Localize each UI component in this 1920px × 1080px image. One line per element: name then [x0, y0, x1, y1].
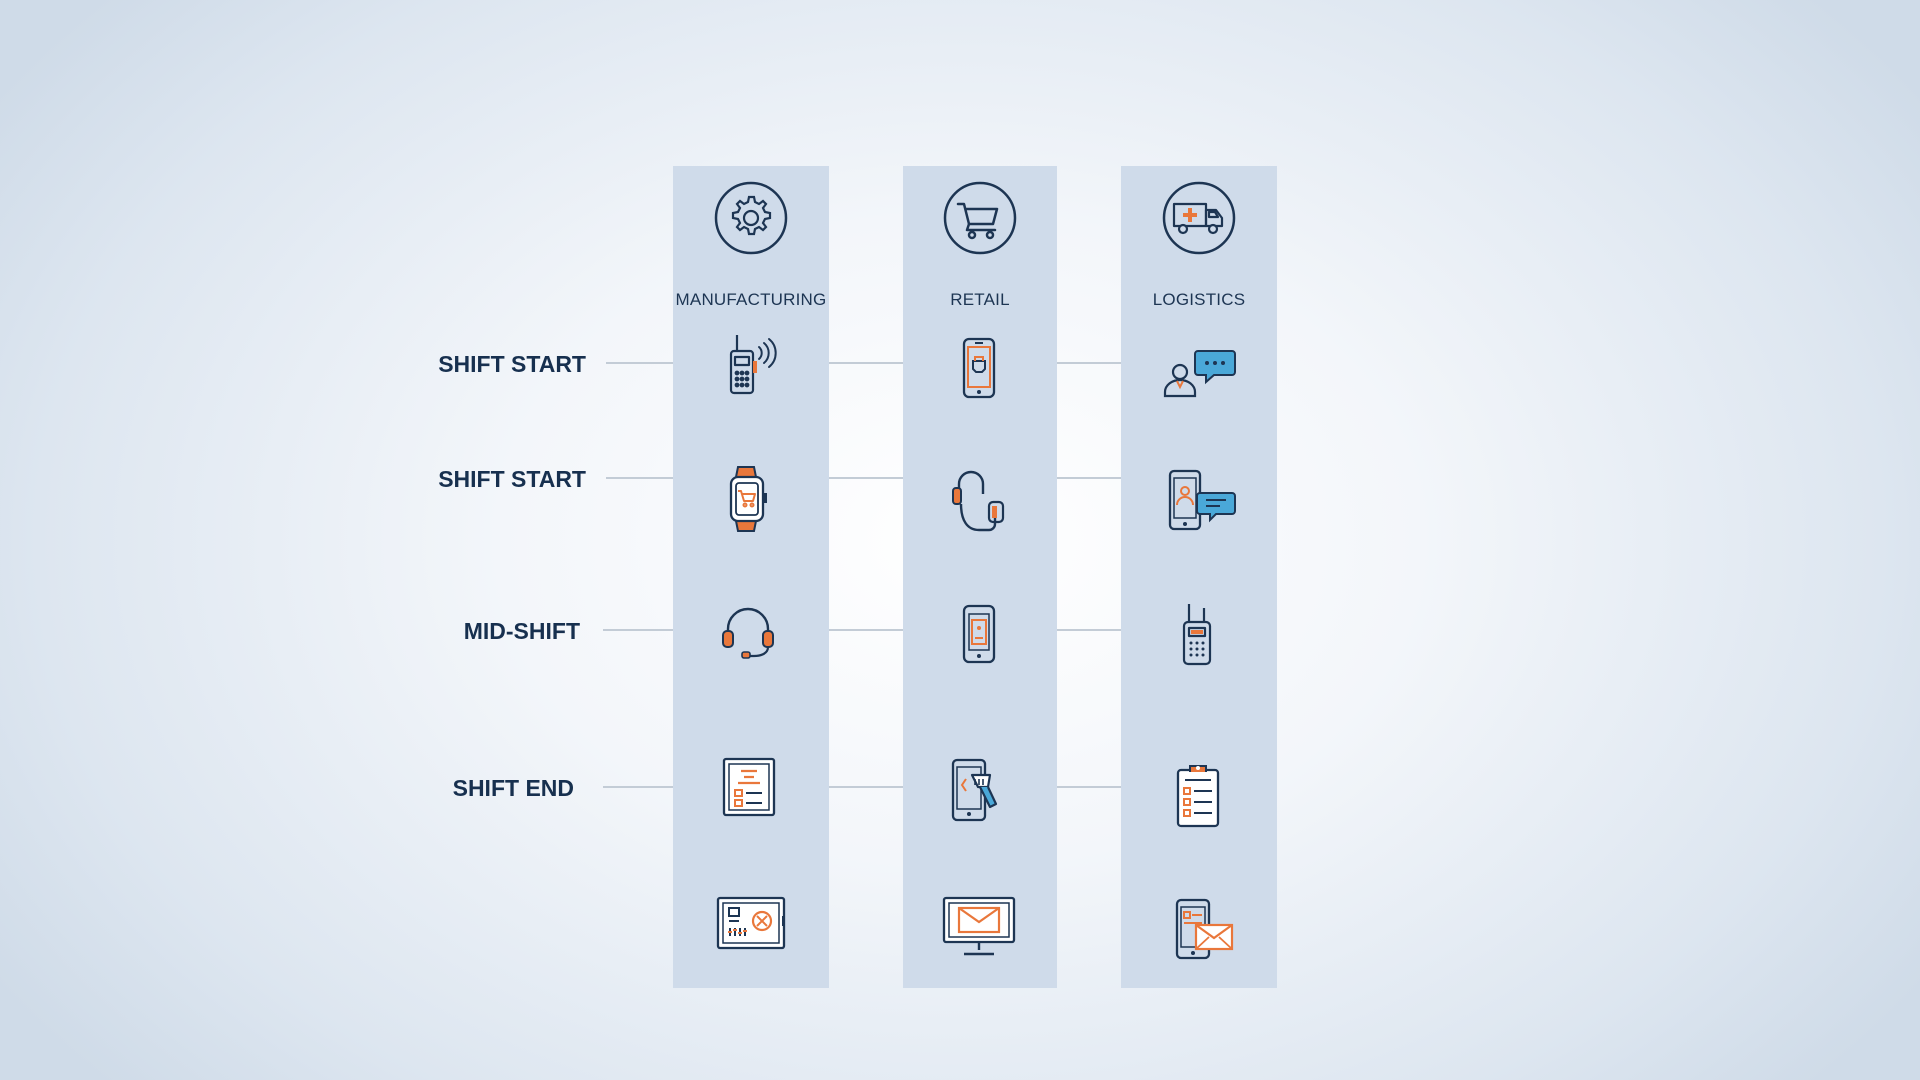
- delivery-truck-icon: [1162, 181, 1236, 255]
- smartwatch-icon: [726, 465, 770, 533]
- shopping-cart-icon: [943, 181, 1017, 255]
- row-connector-shift-end-c: [1057, 786, 1121, 788]
- phone-chat-icon: [1168, 469, 1236, 531]
- walkie-talkie-icon: [725, 333, 781, 397]
- report-document-icon: [722, 757, 776, 817]
- row-connector-shift-end-a: [603, 786, 673, 788]
- row-connector-mid-shift-a: [603, 629, 673, 631]
- row-label-mid-shift: MID-SHIFT: [463, 618, 580, 644]
- gear-icon: [714, 181, 788, 255]
- column-title-retail: RETAIL: [950, 290, 1010, 309]
- row-connector-shift-start-2a: [606, 477, 673, 479]
- row-connector-shift-start-1b: [829, 362, 903, 364]
- row-connector-shift-start-2b: [829, 477, 903, 479]
- smartphone-icon: [960, 337, 998, 401]
- column-manufacturing: MANUFACTURING: [673, 166, 829, 988]
- row-label-shift-start-2: SHIFT START: [438, 466, 586, 492]
- column-title-manufacturing: MANUFACTURING: [675, 290, 827, 309]
- smartphone-icon: [961, 604, 997, 664]
- row-label-shift-end: SHIFT END: [452, 775, 574, 801]
- column-title-logistics: LOGISTICS: [1152, 290, 1246, 309]
- column-retail: RETAIL: [903, 166, 1057, 988]
- row-connector-mid-shift-c: [1057, 629, 1121, 631]
- phone-email-icon: [1174, 897, 1236, 961]
- row-connector-shift-start-2c: [1057, 477, 1121, 479]
- phone-scanner-icon: [950, 757, 1012, 823]
- row-connector-shift-start-1a: [606, 362, 673, 364]
- headset-icon: [720, 603, 776, 659]
- row-connector-shift-end-b: [829, 786, 903, 788]
- row-connector-shift-start-1c: [1057, 362, 1121, 364]
- monitor-email-icon: [942, 896, 1016, 958]
- earpiece-icon: [949, 466, 1009, 534]
- column-logistics: LOGISTICS: [1121, 166, 1277, 988]
- user-chat-icon: [1162, 348, 1236, 398]
- walkie-talkie-icon: [1180, 602, 1214, 666]
- control-panel-icon: [716, 896, 786, 950]
- row-label-shift-start-1: SHIFT START: [438, 351, 586, 377]
- clipboard-checklist-icon: [1175, 762, 1221, 828]
- row-connector-mid-shift-b: [829, 629, 903, 631]
